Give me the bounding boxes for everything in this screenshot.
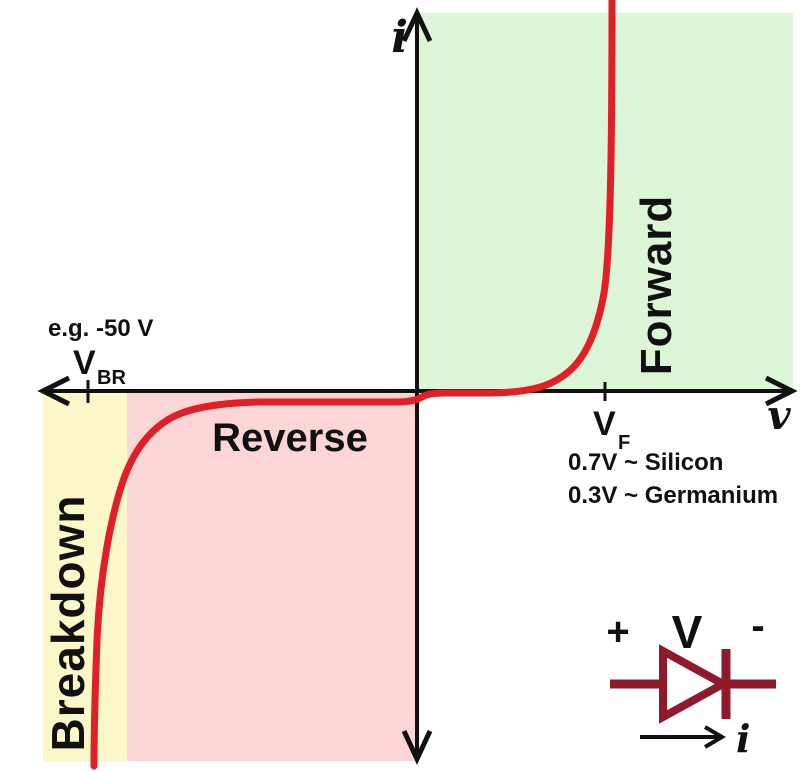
silicon-note: 0.7V ~ Silicon [568,449,723,476]
x-axis-left-arrow-icon [37,375,71,407]
axes [37,7,798,765]
y-axis-top-arrow-icon [401,7,433,43]
forward-region-area [417,13,793,390]
forward-region-label: Forward [632,195,681,376]
vbr-symbol-base: V [73,344,96,382]
vbr-symbol-subscript: BR [97,367,126,389]
current-arrow-head-icon [703,725,726,749]
reverse-region-label: Reverse [212,416,368,460]
y-axis-bottom-arrow-icon [401,729,433,765]
vf-symbol-subscript: F [618,432,630,454]
reverse-region-area [127,393,416,761]
diode-triangle-icon [659,644,732,724]
breakdown-example-label: e.g. -50 V [48,315,153,342]
diode-symbol: + V - i [606,604,776,761]
diode-plus-label: + [606,610,629,654]
y-axis-label: i [391,12,408,63]
diode-voltage-label: V [672,606,703,658]
breakdown-region-area [43,390,127,762]
diode-current-label: i [736,716,750,761]
diode-minus-label: - [751,604,764,648]
x-axis-right-arrow-icon [764,375,798,407]
x-axis-label: v [767,392,791,439]
vf-symbol-base: V [593,405,616,443]
iv-curve [90,0,616,770]
germanium-note: 0.3V ~ Germanium [568,482,778,509]
breakdown-region-label: Breakdown [42,495,94,752]
